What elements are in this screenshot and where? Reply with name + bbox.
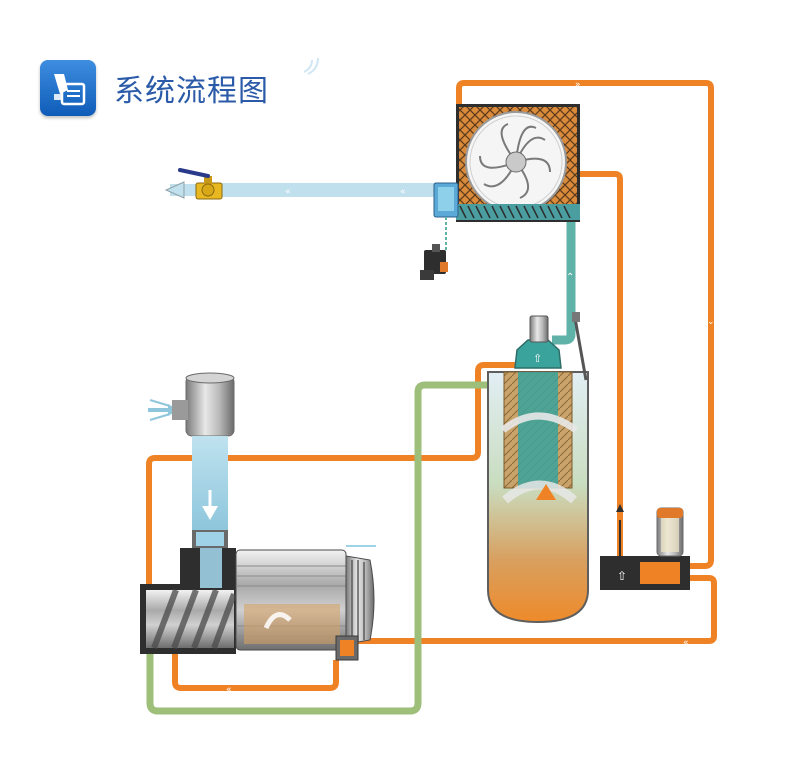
intake-air-line (192, 436, 228, 548)
cooler-fan-icon (456, 104, 580, 222)
page-header: 系统流程图 (40, 60, 269, 116)
screw-air-end-icon (140, 548, 237, 654)
svg-text:»: » (575, 80, 581, 90)
signal-icon (303, 57, 319, 75)
page-title: 系统流程图 (114, 74, 269, 109)
oil-direction-arrows: » ⌄ « « (226, 80, 715, 695)
ball-valve-icon (178, 168, 223, 200)
compressed-air-line (552, 220, 576, 345)
air-discharge-line: « « (164, 181, 436, 199)
oil-separator-tank-icon: ⇧ (487, 312, 589, 624)
svg-text:«: « (400, 187, 406, 197)
svg-text:⌃: ⌃ (566, 272, 574, 283)
oil-piping (146, 80, 717, 691)
svg-text:«: « (285, 187, 291, 197)
svg-text:⇧: ⇧ (533, 352, 542, 365)
air-outlet-filter-icon (433, 182, 459, 250)
svg-text:«: « (226, 685, 232, 695)
drain-valve-icon (420, 244, 448, 280)
min-pressure-valve-icon (335, 635, 359, 661)
motor-icon (235, 545, 376, 651)
svg-text:⌄: ⌄ (707, 317, 715, 327)
svg-text:«: « (683, 638, 689, 648)
document-edit-icon (40, 60, 96, 116)
return-oil-line (146, 381, 500, 715)
air-filter-icon (148, 372, 235, 437)
oil-filter-icon (656, 507, 684, 557)
svg-text:⇧: ⇧ (617, 569, 627, 583)
thermostatic-valve-icon: ⇧ (600, 504, 690, 590)
